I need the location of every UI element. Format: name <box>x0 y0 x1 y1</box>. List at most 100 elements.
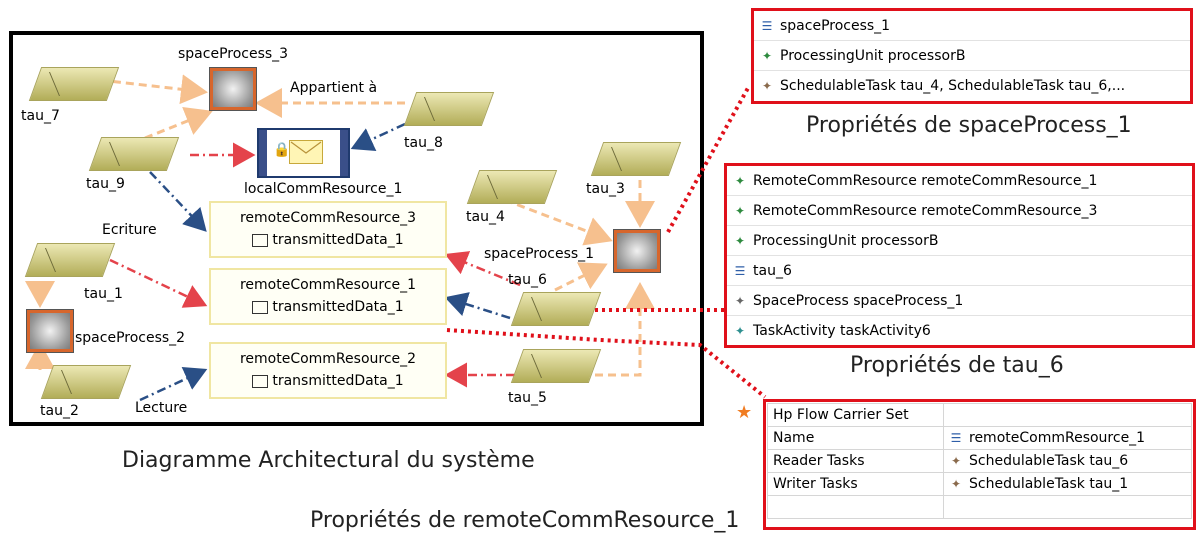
remote-comm-resource-2-name: remoteCommResource_2 <box>239 351 417 367</box>
table-value-cell: ☰ remoteCommResource_1 <box>943 426 1192 450</box>
attribute-icon <box>252 374 269 388</box>
panel-row[interactable]: ✦ ProcessingUnit processorB <box>754 41 1190 71</box>
attribute-icon <box>252 233 269 247</box>
diamond-icon: ✦ <box>734 203 746 218</box>
panel-row[interactable]: ✦ TaskActivity taskActivity6 <box>727 316 1192 345</box>
remote-comm-resource-1-name: remoteCommResource_1 <box>239 277 417 293</box>
space-process-properties-panel: ☰ spaceProcess_1 ✦ ProcessingUnit processo… <box>751 8 1193 104</box>
list-icon: ☰ <box>734 263 746 278</box>
diamond-icon: ✦ <box>734 233 746 248</box>
diamond-icon: ✦ <box>734 173 746 188</box>
panel-row[interactable]: ✦ RemoteCommResource remoteCommResource_3 <box>727 196 1192 226</box>
table-value-cell: ✦ SchedulableTask tau_6 <box>943 449 1192 473</box>
edge-label-write: Ecriture <box>102 222 157 238</box>
diamond-icon: ✦ <box>950 477 962 491</box>
panel-row[interactable]: ✦ SpaceProcess spaceProcess_1 <box>727 286 1192 316</box>
task-tau5-shape[interactable] <box>510 349 602 383</box>
value-text: SchedulableTask tau_6 <box>969 453 1129 469</box>
diagram-caption: Diagramme Architectural du système <box>122 448 535 473</box>
local-comm-resource-shape[interactable]: 🔒 <box>257 128 350 178</box>
value-text: remoteCommResource_1 <box>969 430 1146 446</box>
task-tau8-shape[interactable] <box>403 92 495 126</box>
task-tau7-shape[interactable] <box>28 67 120 101</box>
task-tau6-label: tau_6 <box>508 272 547 288</box>
table-row <box>767 495 1192 519</box>
lock-icon: 🔒 <box>273 142 291 158</box>
row-text: TaskActivity taskActivity6 <box>753 322 931 339</box>
edge-label-belongs: Appartient à <box>290 80 378 96</box>
table-row[interactable]: Name ☰ remoteCommResource_1 <box>767 426 1192 450</box>
star-icon: ★ <box>736 402 753 423</box>
task-tau3-shape[interactable] <box>590 142 682 176</box>
space-process-caption: Propriétés de spaceProcess_1 <box>806 113 1132 138</box>
remote-comm-resource-3[interactable]: remoteCommResource_3 transmittedData_1 <box>209 201 447 258</box>
diamond-icon: ✦ <box>734 293 746 308</box>
diamond-icon: ✦ <box>761 48 773 63</box>
panel-row[interactable]: ✦ SchedulableTask tau_4, SchedulableTask … <box>754 71 1190 100</box>
table-key-cell: Reader Tasks <box>767 449 944 473</box>
attribute-icon <box>252 300 269 314</box>
remote-comm-resource-3-name: remoteCommResource_3 <box>239 210 417 226</box>
list-icon: ☰ <box>761 18 773 33</box>
table-row[interactable]: Reader Tasks ✦ SchedulableTask tau_6 <box>767 449 1192 473</box>
tau6-caption: Propriétés de tau_6 <box>850 353 1064 378</box>
task-tau2-shape[interactable] <box>40 365 132 399</box>
left-bar <box>259 130 267 176</box>
space-process-1-label: spaceProcess_1 <box>484 246 595 262</box>
row-text: spaceProcess_1 <box>780 17 891 34</box>
panel-row[interactable]: ✦ ProcessingUnit processorB <box>727 226 1192 256</box>
list-icon: ☰ <box>950 431 962 445</box>
task-tau7-label: tau_7 <box>21 108 60 124</box>
row-text: ProcessingUnit processorB <box>780 47 966 64</box>
space-process-3-label: spaceProcess_3 <box>178 46 289 62</box>
remote-comm-resource-1[interactable]: remoteCommResource_1 transmittedData_1 <box>209 268 447 325</box>
tau6-properties-panel: ✦ RemoteCommResource remoteCommResource_1… <box>724 163 1195 348</box>
remote-comm-caption: Propriétés de remoteCommResource_1 <box>310 508 740 533</box>
diamond-icon: ✦ <box>734 323 746 338</box>
task-tau2-label: tau_2 <box>40 403 79 419</box>
row-text: tau_6 <box>753 262 792 279</box>
table-key-cell: Writer Tasks <box>767 472 944 496</box>
panel-row[interactable]: ☰ tau_6 <box>727 256 1192 286</box>
diamond-icon: ✦ <box>950 454 962 468</box>
task-tau1-label: tau_1 <box>84 286 123 302</box>
table-header-cell: Hp Flow Carrier Set <box>767 403 944 427</box>
table-value-cell: ✦ SchedulableTask tau_1 <box>943 472 1192 496</box>
task-tau3-label: tau_3 <box>586 181 625 197</box>
task-tau5-label: tau_5 <box>508 390 547 406</box>
task-tau6-shape[interactable] <box>510 292 602 326</box>
table-cell <box>943 403 1192 427</box>
remote-comm-resource-2-attr: transmittedData_1 <box>272 373 404 389</box>
properties-table: Hp Flow Carrier Set Name ☰ remoteCommReso… <box>767 403 1192 519</box>
task-tau9-shape[interactable] <box>88 137 180 171</box>
row-text: SchedulableTask tau_4, SchedulableTask t… <box>780 77 1126 94</box>
task-tau4-label: tau_4 <box>466 209 505 225</box>
panel-row[interactable]: ✦ RemoteCommResource remoteCommResource_1 <box>727 166 1192 196</box>
envelope-icon <box>289 140 323 164</box>
remote-comm-properties-panel: Hp Flow Carrier Set Name ☰ remoteCommReso… <box>763 399 1196 530</box>
row-text: SpaceProcess spaceProcess_1 <box>753 292 964 309</box>
table-row[interactable]: Writer Tasks ✦ SchedulableTask tau_1 <box>767 472 1192 496</box>
panel-row[interactable]: ☰ spaceProcess_1 <box>754 11 1190 41</box>
space-process-2-shape[interactable] <box>26 309 74 353</box>
space-process-2-label: spaceProcess_2 <box>75 330 186 346</box>
row-text: ProcessingUnit processorB <box>753 232 939 249</box>
remote-comm-resource-3-attr: transmittedData_1 <box>272 232 404 248</box>
remote-comm-resource-2[interactable]: remoteCommResource_2 transmittedData_1 <box>209 342 447 399</box>
right-bar <box>340 130 348 176</box>
space-process-3-shape[interactable] <box>209 67 257 111</box>
row-text: RemoteCommResource remoteCommResource_3 <box>753 202 1098 219</box>
task-tau9-label: tau_9 <box>86 176 125 192</box>
task-tau8-label: tau_8 <box>404 135 443 151</box>
space-process-1-shape[interactable] <box>613 229 661 273</box>
table-row[interactable]: Hp Flow Carrier Set <box>767 403 1192 427</box>
value-text: SchedulableTask tau_1 <box>969 476 1129 492</box>
local-comm-resource-label: localCommResource_1 <box>244 181 403 197</box>
table-key-cell: Name <box>767 426 944 450</box>
row-text: RemoteCommResource remoteCommResource_1 <box>753 172 1098 189</box>
task-tau4-shape[interactable] <box>466 170 558 204</box>
remote-comm-resource-1-attr: transmittedData_1 <box>272 299 404 315</box>
edge-label-read: Lecture <box>135 400 188 416</box>
task-tau1-shape[interactable] <box>24 243 116 277</box>
diamond-icon: ✦ <box>761 78 773 93</box>
